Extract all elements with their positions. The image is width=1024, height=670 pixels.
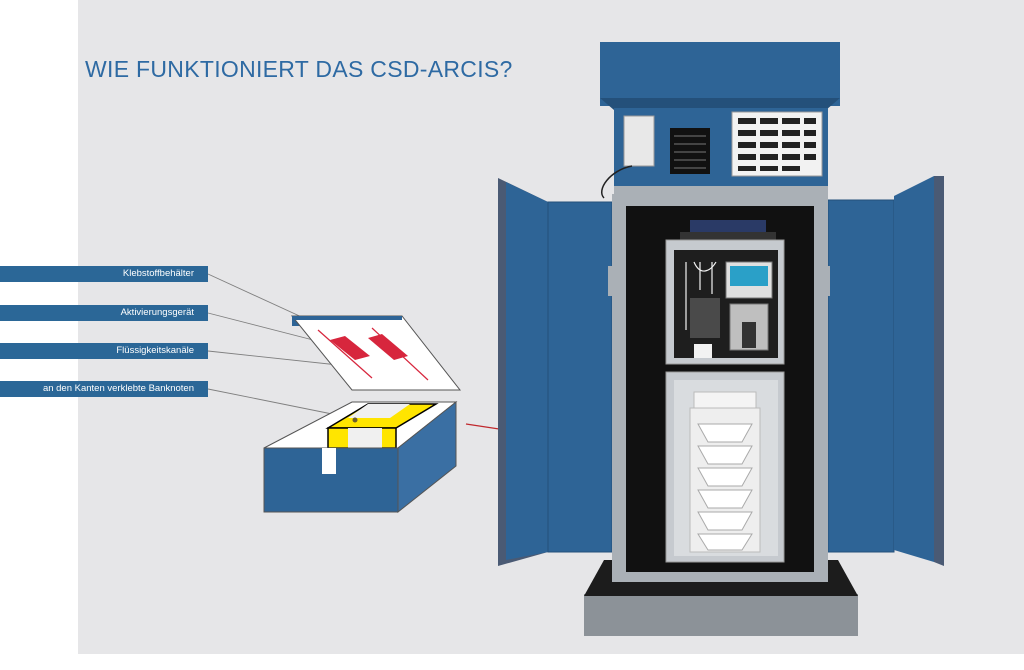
box-side xyxy=(397,400,457,514)
cabling xyxy=(685,261,717,330)
box-label-tag xyxy=(322,448,336,474)
fluid-channel-left xyxy=(317,329,373,379)
head-unit-bevel xyxy=(600,98,840,110)
atm-cabinet xyxy=(498,42,944,636)
vent-slats xyxy=(674,135,706,169)
left-hinge xyxy=(608,266,614,296)
lid-inner xyxy=(290,315,462,391)
power-module xyxy=(690,298,720,338)
monitor-screen xyxy=(730,266,768,286)
head-unit-ledge xyxy=(614,186,828,198)
controller-slot xyxy=(742,322,756,348)
glue-container-left xyxy=(330,336,370,360)
lid-top-edge xyxy=(292,316,402,320)
banknote-top-face xyxy=(348,404,410,418)
banknote-front-face xyxy=(348,428,382,448)
router-shelf xyxy=(680,232,776,240)
cabinet-base xyxy=(584,594,858,636)
paper-module xyxy=(694,344,712,358)
glue-container-right xyxy=(368,334,408,360)
air-vent-slots xyxy=(738,118,816,171)
router-device xyxy=(690,220,766,234)
cassette-stack-top xyxy=(693,391,757,409)
right-door-outer xyxy=(894,176,934,562)
left-door-outer xyxy=(506,182,548,560)
activation-dot xyxy=(352,417,358,423)
label-klebstoffbehaelter: Klebstoffbehälter xyxy=(0,266,208,282)
right-door-edge xyxy=(934,176,944,566)
page-title: WIE FUNKTIONIERT DAS CSD-ARCIS? xyxy=(85,56,513,82)
fluid-channel-right xyxy=(371,327,429,381)
head-unit-top xyxy=(600,42,840,106)
vent-grille xyxy=(670,128,710,174)
label-verklebte-banknoten: an den Kanten verklebte Banknoten xyxy=(0,381,208,397)
leader-line-4 xyxy=(207,388,353,419)
power-box xyxy=(623,115,655,167)
left-door-panel xyxy=(547,201,613,553)
right-door-panel xyxy=(827,199,895,553)
label-fluessigkeitskanaele: Flüssigkeitskanäle xyxy=(0,343,208,359)
power-cable xyxy=(601,165,633,199)
cassette-box xyxy=(263,315,462,514)
label-aktivierungsgeraet: Aktivierungsgerät xyxy=(0,305,208,321)
cassette-trays xyxy=(697,423,753,551)
